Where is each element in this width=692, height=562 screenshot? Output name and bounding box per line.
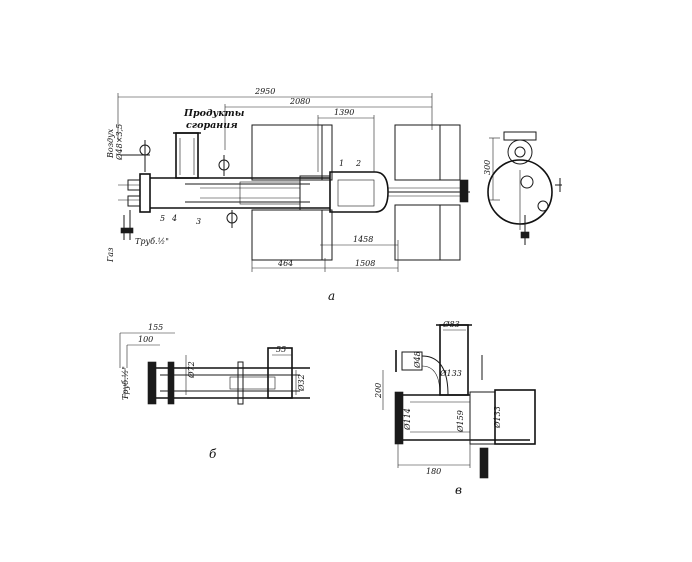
- products-outlet-pipe: [173, 132, 201, 179]
- dim-d83: Ø83: [442, 320, 460, 329]
- furnace-wall-right: [394, 124, 461, 261]
- dim-d32: Ø32: [297, 374, 306, 392]
- dim-155: 155: [148, 323, 163, 332]
- dim-overall: 2950: [254, 87, 275, 96]
- dim-d48: Ø48: [413, 351, 422, 369]
- figure-a-burner-assembly: 2950 2080 1390 1458 464 1508 300 Продукт…: [106, 87, 562, 303]
- label-air: Воздух: [106, 128, 115, 159]
- label-products-2: сгорания: [186, 120, 238, 131]
- callout-1: 1: [339, 159, 344, 168]
- dim-d159: Ø159: [456, 410, 465, 433]
- label-pipe: Труб.½": [135, 237, 169, 246]
- dimension-lines-a: [117, 93, 500, 272]
- dim-d133-right: Ø133: [493, 406, 502, 429]
- dim-d114: Ø114: [403, 408, 412, 431]
- caption-b: б: [209, 447, 217, 461]
- dim-464: 464: [277, 259, 293, 268]
- dim-d133-mid: Ø133: [439, 369, 462, 378]
- label-products-1: Продукты: [183, 108, 245, 119]
- figure-b-nozzle: 155 100 55 Ø72 Ø32 Труб.½" б: [119, 323, 310, 461]
- callout-3: 3: [196, 217, 201, 226]
- dim-100: 100: [138, 335, 153, 344]
- dim-d72: Ø72: [187, 361, 196, 379]
- dim-middle: 2080: [289, 97, 310, 106]
- dim-height-300: 300: [483, 160, 492, 175]
- dim-1508: 1508: [355, 259, 375, 268]
- left-fittings: [118, 140, 238, 240]
- label-air-pipe: Ø48×3,5: [115, 124, 124, 161]
- label-gas: Газ: [106, 248, 115, 263]
- dim-1458: 1458: [353, 235, 373, 244]
- callout-2: 2: [355, 159, 361, 168]
- dim-180: 180: [426, 467, 441, 476]
- end-view: [487, 131, 562, 245]
- furnace-wall-left: [251, 124, 333, 261]
- callout-4: 4: [171, 214, 177, 223]
- dim-200: 200: [374, 383, 383, 399]
- dim-55: 55: [276, 345, 286, 354]
- dim-inner: 1390: [334, 108, 354, 117]
- callout-5: 5: [160, 214, 165, 223]
- label-pipe-b: Труб.½": [121, 366, 130, 400]
- caption-c: в: [455, 483, 462, 497]
- figure-c-mixer: Ø83 Ø48 Ø133 200 Ø114 Ø159 Ø133 180 в: [374, 320, 536, 497]
- burner-tubes: [150, 171, 470, 213]
- caption-a: а: [328, 289, 335, 303]
